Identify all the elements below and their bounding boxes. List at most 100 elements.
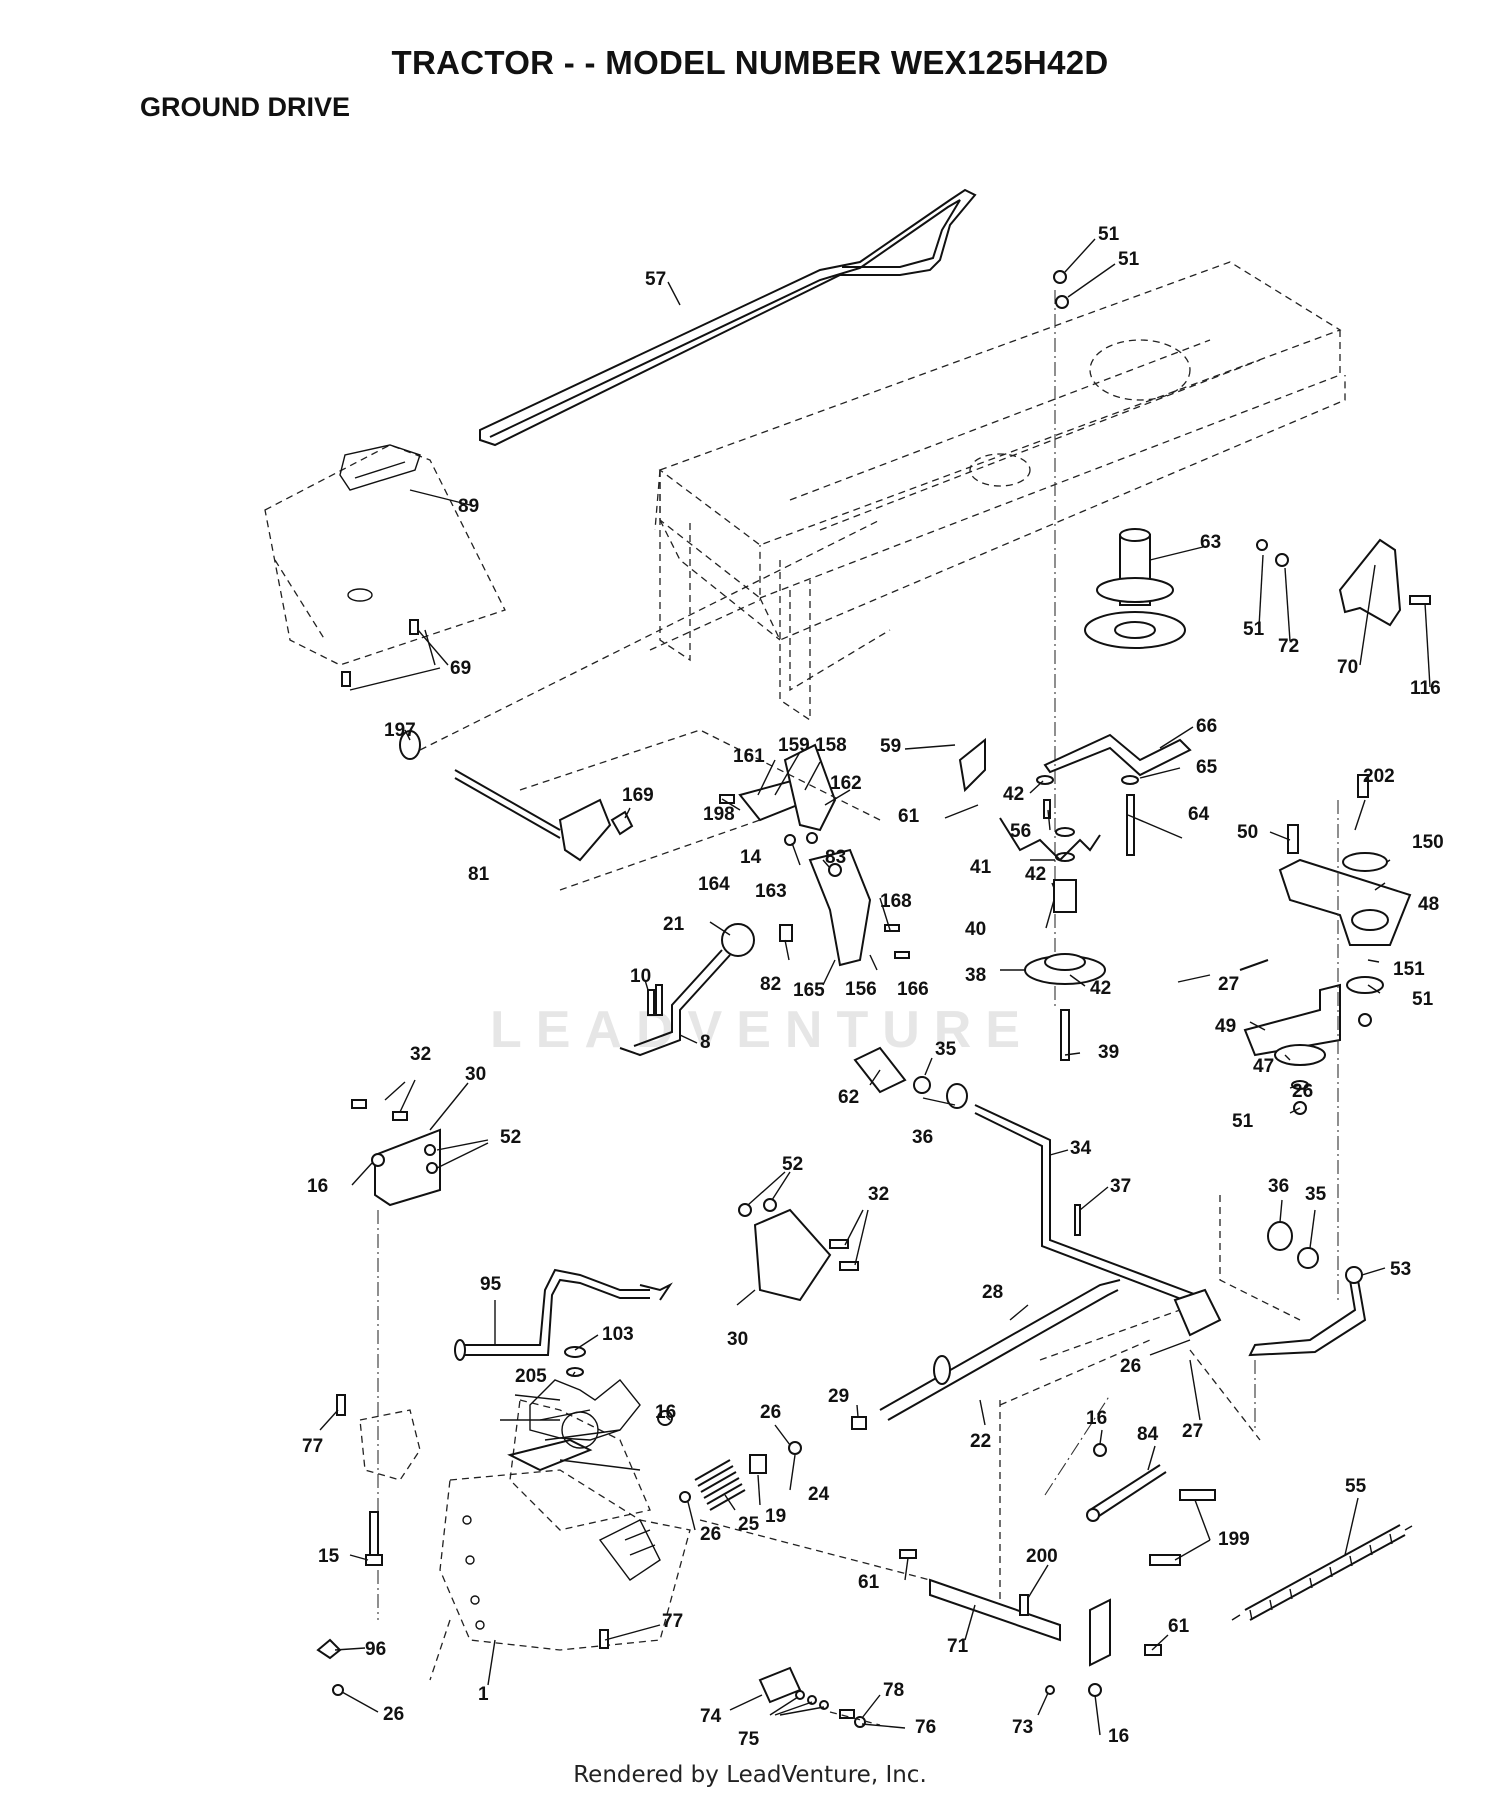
callout: 72 bbox=[1278, 636, 1299, 657]
hood-support bbox=[264, 444, 506, 691]
callout: 52 bbox=[500, 1127, 521, 1148]
callout: 81 bbox=[468, 864, 490, 885]
callout: 73 bbox=[1012, 1717, 1033, 1738]
callout: 53 bbox=[1390, 1259, 1411, 1280]
guide-lines-lower bbox=[699, 1349, 1261, 1600]
callout: 199 bbox=[1218, 1529, 1250, 1550]
spring-25 bbox=[679, 1441, 802, 1511]
rod-53 bbox=[1248, 1266, 1367, 1357]
callout: 27 bbox=[1218, 974, 1239, 995]
callout: 103 bbox=[602, 1324, 634, 1345]
callout: 16 bbox=[1086, 1408, 1107, 1429]
callout: 34 bbox=[1070, 1138, 1092, 1159]
parts-74-78 bbox=[758, 1666, 881, 1728]
callout: 47 bbox=[1253, 1056, 1274, 1077]
drive-belt bbox=[479, 188, 977, 447]
callout: 36 bbox=[1268, 1176, 1289, 1197]
bracket-30-left bbox=[351, 1099, 441, 1620]
callout: 51 bbox=[1098, 224, 1120, 245]
callout: 202 bbox=[1363, 766, 1395, 787]
callout: 66 bbox=[1196, 716, 1217, 737]
callout: 77 bbox=[302, 1436, 323, 1457]
callout: 26 bbox=[700, 1524, 721, 1545]
idler-arm-66 bbox=[1043, 733, 1192, 777]
callout: 166 bbox=[897, 979, 929, 1000]
rod-34 bbox=[974, 1104, 1222, 1337]
fan-pulley bbox=[500, 1379, 641, 1441]
idler-bracket-48 bbox=[1239, 774, 1412, 1300]
idler-pulley-38 bbox=[999, 775, 1139, 1061]
link-84 bbox=[1086, 1443, 1216, 1566]
spring-55 bbox=[1231, 1524, 1413, 1621]
callout: 164 bbox=[698, 874, 730, 895]
callout: 50 bbox=[1237, 822, 1258, 843]
callout: 16 bbox=[1108, 1726, 1129, 1747]
callout: 163 bbox=[755, 881, 787, 902]
callout: 42 bbox=[1025, 864, 1046, 885]
callout: 32 bbox=[410, 1044, 431, 1065]
callout: 26 bbox=[760, 1402, 781, 1423]
footer-credit: Rendered by LeadVenture, Inc. bbox=[573, 1762, 927, 1788]
callout: 61 bbox=[1168, 1616, 1190, 1637]
bellcrank-assembly bbox=[519, 729, 910, 967]
callout: 169 bbox=[622, 785, 654, 806]
callout: 83 bbox=[825, 847, 846, 868]
callout: 37 bbox=[1110, 1176, 1131, 1197]
callout: 30 bbox=[465, 1064, 486, 1085]
rod-28 bbox=[851, 1279, 1181, 1430]
callout: 29 bbox=[828, 1386, 849, 1407]
callout: 89 bbox=[458, 496, 479, 517]
callout: 75 bbox=[738, 1729, 760, 1750]
callout: 61 bbox=[858, 1572, 880, 1593]
callout: 64 bbox=[1188, 804, 1210, 825]
callout: 19 bbox=[765, 1506, 786, 1527]
callout: 35 bbox=[935, 1039, 957, 1060]
callout: 51 bbox=[1243, 619, 1265, 640]
callout: 161 bbox=[733, 746, 765, 767]
callout-labels: 57 51 51 89 63 51 72 70 116 69 197 59 66… bbox=[302, 224, 1444, 1750]
callout: 76 bbox=[915, 1717, 936, 1738]
section-title: GROUND DRIVE bbox=[140, 92, 351, 122]
callout: 71 bbox=[947, 1636, 969, 1657]
callout: 56 bbox=[1010, 821, 1031, 842]
callout: 156 bbox=[845, 979, 877, 1000]
callout: 52 bbox=[782, 1154, 803, 1175]
callout: 21 bbox=[663, 914, 685, 935]
washer-nut-right bbox=[1219, 1195, 1319, 1321]
callout: 116 bbox=[1410, 678, 1441, 699]
callout: 198 bbox=[703, 804, 735, 825]
callout: 168 bbox=[880, 891, 912, 912]
callout: 96 bbox=[365, 1639, 386, 1660]
callout: 158 bbox=[815, 735, 847, 756]
bracket-30-center bbox=[738, 1198, 859, 1302]
callout: 10 bbox=[630, 966, 651, 987]
transaxle-1 bbox=[359, 1399, 691, 1681]
callout: 57 bbox=[645, 269, 666, 290]
callout: 41 bbox=[970, 857, 992, 878]
rod-95 bbox=[454, 1268, 673, 1377]
callout: 51 bbox=[1118, 249, 1140, 270]
callout: 59 bbox=[880, 736, 901, 757]
callout: 42 bbox=[1090, 978, 1111, 999]
page-title: TRACTOR - - MODEL NUMBER WEX125H42D bbox=[391, 44, 1109, 81]
callout: 25 bbox=[738, 1514, 760, 1535]
callout: 39 bbox=[1098, 1042, 1119, 1063]
callout: 48 bbox=[1418, 894, 1439, 915]
callout: 197 bbox=[384, 720, 416, 741]
callout: 16 bbox=[307, 1176, 328, 1197]
callout: 32 bbox=[868, 1184, 889, 1205]
callout: 27 bbox=[1182, 1421, 1203, 1442]
callout: 84 bbox=[1137, 1424, 1159, 1445]
tractor-frame bbox=[649, 261, 1346, 722]
callout: 35 bbox=[1305, 1184, 1327, 1205]
callout: 165 bbox=[793, 980, 825, 1001]
bar-71 bbox=[899, 1549, 1162, 1697]
callout: 151 bbox=[1393, 959, 1425, 980]
callout: 65 bbox=[1196, 757, 1218, 778]
callout: 15 bbox=[318, 1546, 340, 1567]
callout: 51 bbox=[1232, 1111, 1254, 1132]
callout: 70 bbox=[1337, 657, 1358, 678]
callout: 30 bbox=[727, 1329, 748, 1350]
engine-pulley-63 bbox=[1054, 290, 1186, 1010]
